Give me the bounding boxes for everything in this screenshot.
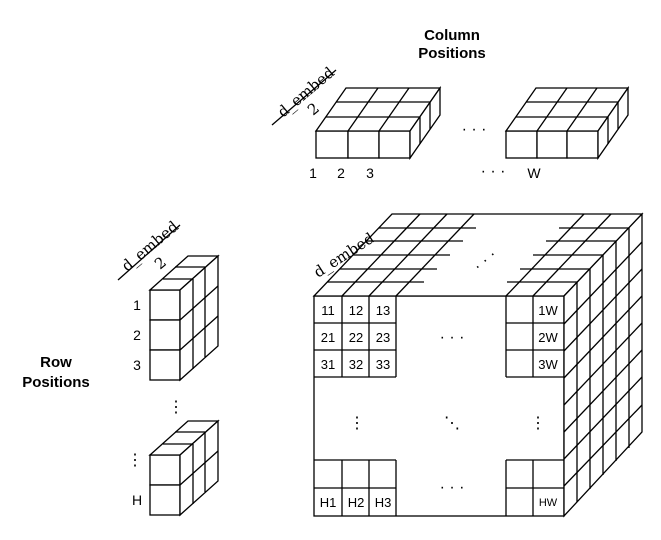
- half-label-left: 2: [151, 253, 170, 273]
- column-tick-w: W: [527, 165, 541, 181]
- cell-h3: H3: [375, 495, 392, 510]
- column-tick-1: 1: [309, 165, 317, 181]
- row-embedding-block-bottom: [148, 419, 220, 517]
- cell-23: 23: [376, 330, 390, 345]
- cube-row-ellipsis-top: · · ·: [440, 329, 465, 346]
- cell-32: 32: [349, 357, 363, 372]
- cell-1w: 1W: [538, 303, 558, 318]
- cube-diagonal-ellipsis: ⋱: [444, 415, 460, 432]
- cell-22: 22: [349, 330, 363, 345]
- cell-11: 11: [321, 303, 335, 318]
- embedding-cube: [312, 212, 644, 518]
- row-tick-1: 1: [133, 297, 141, 313]
- cell-13: 13: [376, 303, 390, 318]
- cell-33: 33: [376, 357, 390, 372]
- row-tick-2: 2: [133, 327, 141, 343]
- cell-21: 21: [321, 330, 335, 345]
- cell-3w: 3W: [538, 357, 558, 372]
- row-positions-title-line1: Row: [40, 354, 72, 371]
- cell-2w: 2W: [538, 330, 558, 345]
- d-embed-label-left: d_embed: [118, 217, 182, 275]
- row-blocks-ellipsis: ⋮: [168, 399, 184, 416]
- column-blocks-ellipsis: · · ·: [462, 121, 487, 138]
- column-positions-title-line2: Positions: [418, 45, 486, 62]
- cell-31: 31: [321, 357, 335, 372]
- column-tick-2: 2: [337, 165, 345, 181]
- row-positions-title-line2: Positions: [22, 374, 90, 391]
- column-tick-ellipsis: · · ·: [481, 163, 506, 180]
- column-positions-title-line1: Column: [424, 27, 480, 44]
- column-embedding-block-left: [314, 85, 442, 161]
- cell-hw: HW: [539, 497, 558, 509]
- cell-12: 12: [349, 303, 363, 318]
- row-tick-3: 3: [133, 357, 141, 373]
- fraction-bar-left: [117, 224, 181, 281]
- cube-row-ellipsis-bottom: · · ·: [440, 479, 465, 496]
- column-tick-3: 3: [366, 165, 374, 181]
- cell-h2: H2: [348, 495, 365, 510]
- row-tick-h: H: [132, 492, 142, 508]
- half-label-top: 2: [304, 99, 323, 119]
- fraction-bar-top: [271, 69, 337, 126]
- column-embedding-block-right: [504, 85, 630, 161]
- row-tick-ellipsis: ⋮: [127, 452, 143, 469]
- cube-col-ellipsis-right: ⋮: [530, 415, 546, 432]
- row-embedding-block-top: [148, 254, 220, 382]
- cell-h1: H1: [320, 495, 337, 510]
- cube-col-ellipsis-left: ⋮: [349, 415, 365, 432]
